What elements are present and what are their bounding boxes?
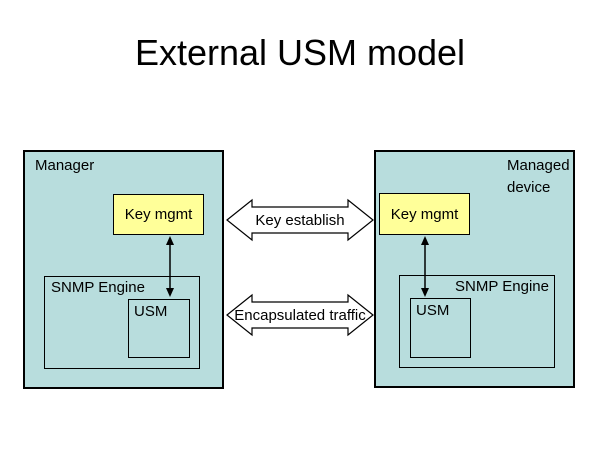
manager-key-mgmt-box: Key mgmt: [113, 194, 204, 235]
manager-usm-box: USM: [128, 299, 190, 358]
manager-key-mgmt-label: Key mgmt: [124, 206, 193, 223]
managed-device-box: Managed device Key mgmt SNMP Engine USM: [374, 150, 575, 388]
managed-device-label: Managed device: [507, 157, 570, 196]
double-arrow-shape: [226, 198, 374, 242]
encapsulated-traffic-label: Encapsulated traffic: [234, 306, 366, 324]
key-establish-label: Key establish: [255, 211, 345, 229]
managed-device-key-mgmt-box: Key mgmt: [379, 193, 470, 235]
manager-key-usm-connector-arrow: [166, 236, 174, 297]
key-establish-arrow: Key establish: [226, 197, 374, 243]
managed-device-key-mgmt-label: Key mgmt: [390, 205, 459, 223]
manager-snmp-engine-label: SNMP Engine: [51, 279, 145, 296]
diagram-title: External USM model: [134, 32, 466, 73]
manager-box: Manager Key mgmt SNMP Engine USM: [23, 150, 224, 389]
managed-device-snmp-engine-box: SNMP Engine USM: [399, 275, 555, 368]
manager-usm-label: USM: [134, 303, 168, 320]
managed-device-snmp-engine-label: SNMP Engine: [455, 278, 549, 295]
double-arrow-shape: [226, 293, 374, 337]
managed-device-usm-label: USM: [416, 302, 450, 319]
manager-snmp-engine-box: SNMP Engine USM: [44, 276, 200, 369]
managed-device-usm-box: USM: [410, 298, 471, 358]
manager-label: Manager: [35, 157, 95, 174]
managed-device-key-usm-connector-arrow: [421, 236, 429, 297]
encapsulated-traffic-arrow: Encapsulated traffic: [226, 292, 374, 338]
